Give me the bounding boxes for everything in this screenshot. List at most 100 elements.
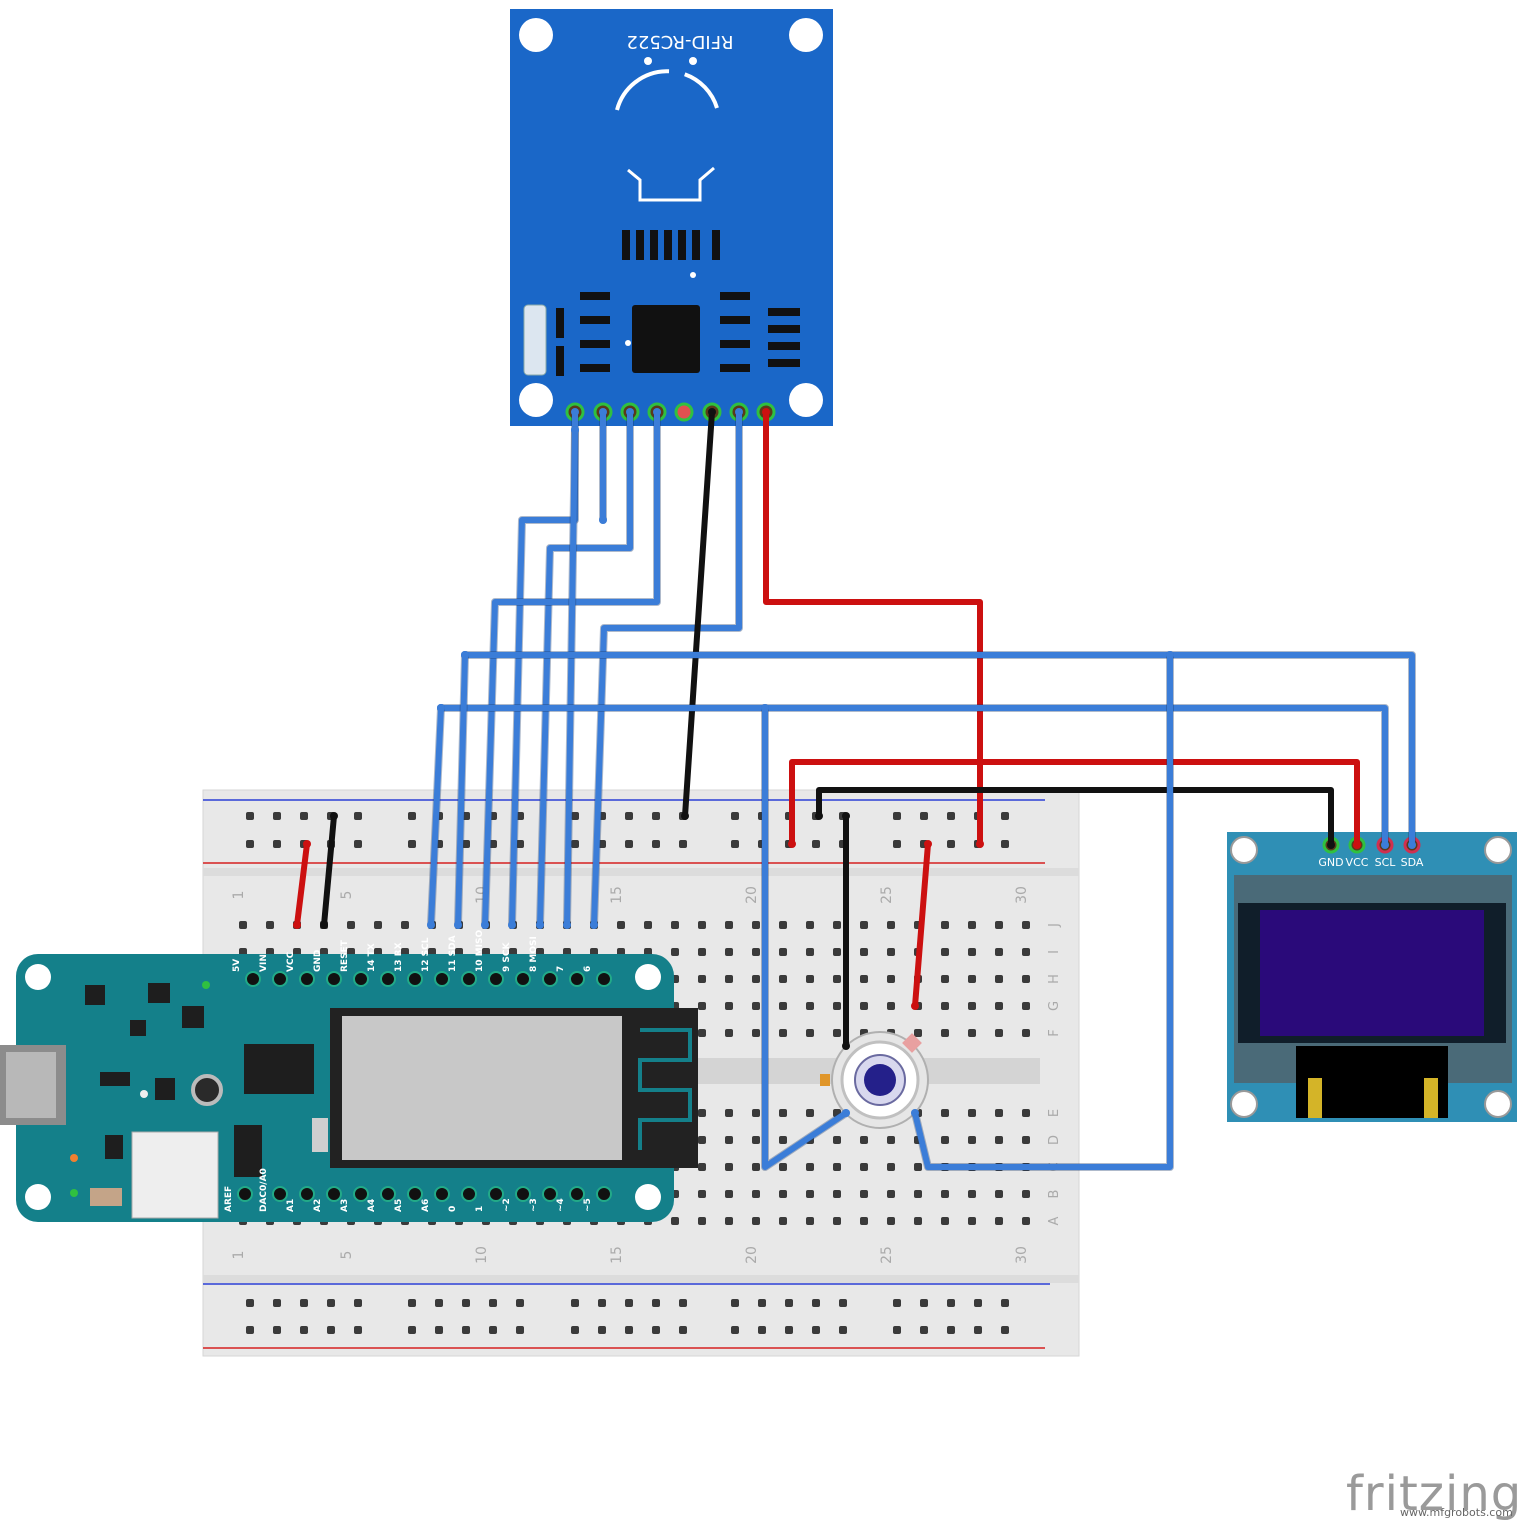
rail-hole [571,1299,579,1307]
breadboard-hole [1022,975,1030,983]
breadboard-hole [941,975,949,983]
wire-sensor-gnd-end [842,812,850,820]
rail-hole [246,1299,254,1307]
breadboard-hole [833,948,841,956]
rail-hole [408,812,416,820]
piezo-sensor [820,1031,929,1129]
breadboard-hole [806,1109,814,1117]
wire-oled-vcc-end [1353,841,1361,849]
breadboard-hole [779,921,787,929]
mkr-top-pin [299,971,315,987]
mkr-top-pin [326,971,342,987]
wire-rfid-3 [537,409,633,928]
rail-hole [246,840,254,848]
mkr-top-pin-label: VIN [259,954,269,972]
wire-oled-sda [462,652,1415,848]
breadboard-hole [374,921,382,929]
mkr-top-pin [272,971,288,987]
rail-hole [246,812,254,820]
breadboard-hole [725,1109,733,1117]
wire-sensor-vcc-end [911,1002,919,1010]
rail-hole [652,840,660,848]
breadboard-hole [671,921,679,929]
breadboard-hole [968,948,976,956]
column-number: 30 [1014,886,1030,904]
rail-hole [462,840,470,848]
breadboard-hole [1022,1136,1030,1144]
mkr-bottom-pin-label: ~5 [583,1198,593,1212]
breadboard-hole [779,1190,787,1198]
wire-sensor-b-end [1166,651,1174,659]
mkr-top-pin-label: 8 MOSI [529,936,539,972]
rail-hole [974,1326,982,1334]
rail-hole [731,812,739,820]
wire-rfid-1-end [508,921,516,929]
oled-pin-label: VCC [1346,856,1369,869]
rail-hole [758,1326,766,1334]
mkr-bottom-pin [542,1186,558,1202]
rail-hole [462,812,470,820]
mkr-bottom-pin-label: 1 [475,1206,485,1212]
column-number: 15 [609,1246,625,1264]
wire-oled-vcc [789,759,1360,848]
rail-hole [731,1326,739,1334]
rail-hole [652,1326,660,1334]
breadboard-hole [860,1163,868,1171]
breadboard-hole [995,1029,1003,1037]
wire-rfid-4 [482,409,660,928]
rail-hole [408,1326,416,1334]
wire-sensor-vcc-end [924,840,932,848]
rail-hole [1001,840,1009,848]
mkr-bottom-pin [380,1186,396,1202]
breadboard-hole [968,921,976,929]
wire-rfid-3-end [626,408,634,416]
mkr-bottom-pin [515,1186,531,1202]
rail-hole [408,840,416,848]
breadboard-hole [725,975,733,983]
rail-hole [839,1299,847,1307]
rail-hole [893,812,901,820]
breadboard-hole [806,921,814,929]
row-letter: H [1047,974,1062,984]
rail-hole [785,1299,793,1307]
mkr-top-pin-label: RESET [340,939,350,972]
mkr-bottom-pin [569,1186,585,1202]
breadboard-hole [968,1190,976,1198]
breadboard-hole [806,948,814,956]
mkr-bottom-pin [596,1186,612,1202]
breadboard-hole [995,1217,1003,1225]
wire-mkr-gnd-end [320,921,328,929]
mkr-top-pin [434,971,450,987]
breadboard-hole [239,921,247,929]
mkr-top-pin-label: VCC [286,951,296,972]
breadboard-hole [995,1109,1003,1117]
breadboard-hole [860,1190,868,1198]
mkr-bottom-pin-label: A4 [367,1199,377,1212]
mkr-bottom-pin [272,1186,288,1202]
mkr-bottom-pin-label: A5 [394,1199,404,1212]
breadboard-hole [833,1163,841,1171]
rail-hole [489,1326,497,1334]
rail-hole [625,840,633,848]
breadboard-hole [725,1136,733,1144]
rail-hole [273,840,281,848]
rail-hole [920,812,928,820]
wire-bus-sda-down-end [454,921,462,929]
mkr-bottom-pin [434,1186,450,1202]
breadboard-hole [968,1002,976,1010]
breadboard-hole [752,1002,760,1010]
breadboard-hole [806,1190,814,1198]
breadboard-hole [266,921,274,929]
breadboard-hole [941,1109,949,1117]
mkr-bottom-pin [237,1186,253,1202]
breadboard-hole [779,948,787,956]
oled-pin-label: GND [1318,856,1343,869]
wire-rfid-4-end [481,921,489,929]
mkr-top-pin-label: 11 SDA [448,935,458,972]
rail-hole [625,812,633,820]
breadboard-hole [968,1109,976,1117]
mkr-bottom-pin [461,1186,477,1202]
rail-hole [462,1299,470,1307]
